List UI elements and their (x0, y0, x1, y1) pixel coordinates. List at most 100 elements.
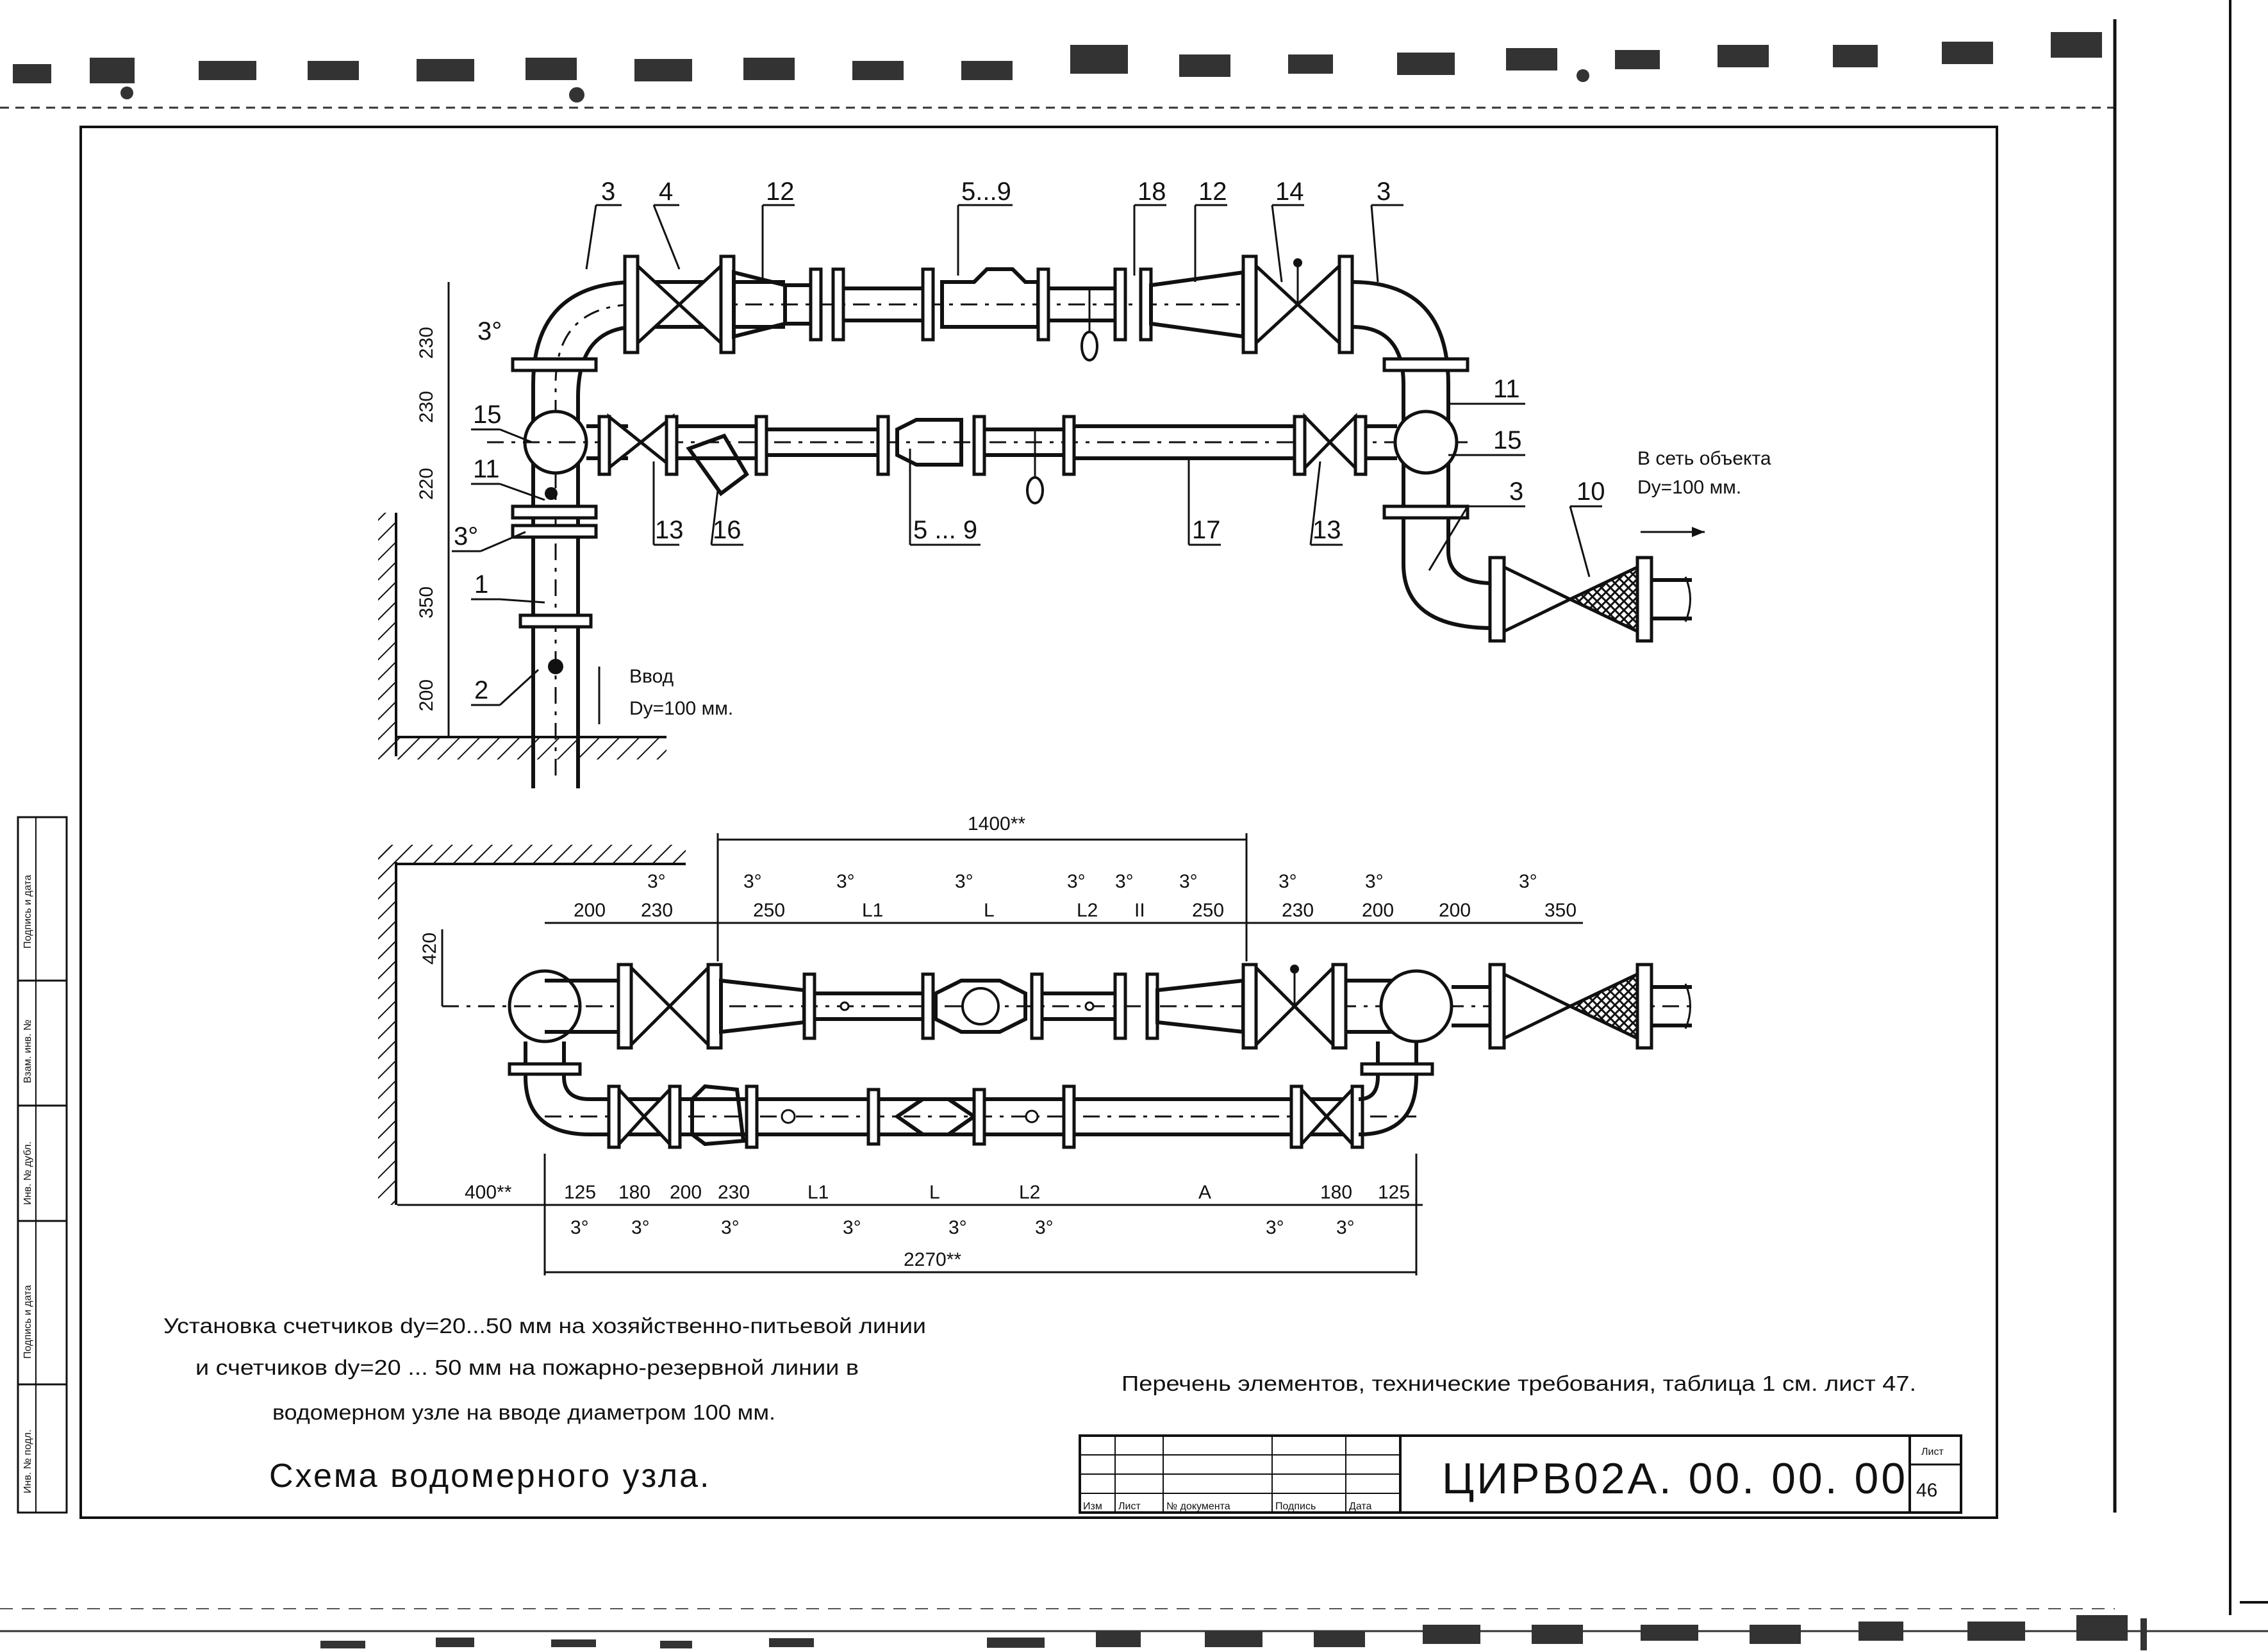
plan-3deg-bottom-7: 3° (1266, 1217, 1284, 1238)
plan-view: 420 1400** 200 230 250 L1 L L2 II 250 23… (378, 813, 1692, 1275)
scanned-header-strip (0, 32, 2115, 109)
tb-document-code: ЦИРВ02А. 00. 00. 00 (1442, 1454, 1908, 1503)
plan-dim-top-1: 200 (574, 900, 606, 921)
outlet-note-line1: В сеть объекта (1637, 448, 1771, 469)
plan-3deg-top-7: 3° (1179, 871, 1198, 892)
side-stamp-label-5: Инв. № подл. (22, 1429, 33, 1493)
dim-left-3: 220 (416, 468, 437, 500)
plan-dim-top-11: 200 (1439, 900, 1471, 921)
scheme-title: Схема водомерного узла. (269, 1457, 711, 1495)
plan-3deg-marks-bottom: 3° 3° 3° 3° 3° 3° 3° 3° (570, 1217, 1355, 1238)
plan-3deg-top-1: 3° (647, 871, 666, 892)
plan-dim-bottom-5: 230 (718, 1182, 750, 1203)
side-stamp-label-4: Подпись и дата (22, 1285, 33, 1359)
reference-note: Перечень элементов, технические требован… (1122, 1372, 1916, 1395)
plan-dim-top-6: L2 (1077, 900, 1098, 921)
plan-dim-top-9: 230 (1282, 900, 1314, 921)
dim-left-2: 230 (416, 391, 437, 423)
callout-3deg-top: 3° (477, 317, 502, 345)
plan-dim-bottom-2: 125 (564, 1182, 596, 1203)
callout-mid-3-right: 3 (1509, 477, 1523, 506)
callout-mid-3deg: 3° (454, 522, 478, 551)
caption-line-2: и счетчиков dy=20 ... 50 мм на пожарно-р… (195, 1356, 859, 1379)
plan-dim-bottom-7: L (929, 1182, 940, 1203)
plan-dim-top-3: 250 (753, 900, 785, 921)
tb-sheet-label: Лист (1921, 1447, 1944, 1457)
plan-dim-bottom-6: L1 (807, 1182, 829, 1203)
dim-left-4: 350 (416, 586, 437, 618)
side-stamp-label-1: Подпись и дата (22, 875, 33, 949)
callout-mid-11-left: 11 (473, 455, 500, 483)
callout-top-4: 5...9 (961, 178, 1011, 206)
plan-3deg-top-9: 3° (1365, 871, 1384, 892)
tb-col-izm: Изм (1083, 1501, 1102, 1512)
caption-line-3: водомерном узле на вводе диаметром 100 м… (272, 1400, 775, 1424)
plan-3deg-bottom-6: 3° (1035, 1217, 1054, 1238)
plan-dim-overall-top: 1400** (968, 813, 1025, 834)
plan-dim-left-vertical: 420 (419, 933, 440, 965)
plan-dim-bottom-9: A (1198, 1182, 1211, 1203)
scanned-footer-strip (0, 1608, 2268, 1650)
inlet-note-line1: Ввод (629, 666, 674, 687)
side-stamp: Подпись и дата Взам. инв. № Инв. № дубл.… (17, 816, 68, 1514)
plan-dim-top-10: 200 (1362, 900, 1394, 921)
inlet-note-line2: Dy=100 мм. (629, 698, 733, 719)
plan-3deg-top-5: 3° (1067, 871, 1086, 892)
plan-dim-bottom-8: L2 (1019, 1182, 1040, 1203)
callout-top-6: 12 (1198, 178, 1227, 206)
plan-3deg-top-10: 3° (1519, 871, 1537, 892)
callout-top-1: 3 (601, 178, 615, 206)
plan-3deg-top-3: 3° (836, 871, 855, 892)
plan-dim-top-4: L1 (862, 900, 883, 921)
plan-dim-top-5: L (984, 900, 995, 921)
outlet-note-line2: Dy=100 мм. (1637, 477, 1741, 498)
plan-3deg-marks-top: 3° 3° 3° 3° 3° 3° 3° 3° 3° 3° (647, 871, 1537, 892)
tb-sheet-number: 46 (1916, 1480, 1937, 1501)
callout-top-3: 12 (766, 178, 795, 206)
elevation-view (378, 254, 1705, 788)
callout-mid-2: 2 (474, 676, 488, 704)
callout-mid-5-9: 5 ... 9 (913, 516, 977, 544)
tb-col-list: Лист (1118, 1501, 1141, 1512)
tb-col-doc: № документа (1166, 1501, 1230, 1512)
dim-left-5: 200 (416, 679, 437, 711)
tb-col-sign: Подпись (1275, 1501, 1316, 1512)
tb-col-date: Дата (1349, 1501, 1372, 1512)
drawing-frame (79, 126, 1998, 1519)
plan-3deg-bottom-8: 3° (1336, 1217, 1355, 1238)
callout-mid-1: 1 (474, 570, 488, 599)
dim-left-1: 230 (416, 327, 437, 359)
plan-dim-top-7: II (1134, 900, 1145, 921)
callout-mid-11-right: 11 (1493, 375, 1520, 403)
scanned-right-edge (2113, 0, 2268, 1615)
callout-mid-10: 10 (1577, 477, 1605, 506)
plan-dim-bottom-4: 200 (670, 1182, 702, 1203)
callout-top-7: 14 (1275, 178, 1304, 206)
side-stamp-label-3: Инв. № дубл. (22, 1141, 33, 1205)
callout-mid-16: 16 (713, 516, 741, 544)
plan-dim-top-2: 230 (641, 900, 673, 921)
caption-line-1: Установка счетчиков dy=20...50 мм на хоз… (163, 1314, 926, 1338)
callout-mid-15-left: 15 (473, 401, 502, 429)
callout-mid-13-right: 13 (1312, 516, 1341, 544)
callout-top-8: 3 (1377, 178, 1391, 206)
callout-top-2: 4 (659, 178, 673, 206)
plan-3deg-bottom-5: 3° (948, 1217, 967, 1238)
title-block: Изм Лист № документа Подпись Дата ЦИРВ02… (1079, 1434, 1962, 1514)
plan-dim-bottom-11: 125 (1378, 1182, 1410, 1203)
plan-dim-bottom-1: 400** (465, 1182, 512, 1203)
callout-top-5: 18 (1138, 178, 1166, 206)
plan-dim-overall-bottom: 2270** (904, 1249, 961, 1270)
plan-dim-top-12: 350 (1544, 900, 1577, 921)
callout-mid-17: 17 (1192, 516, 1221, 544)
callout-mid-15-right: 15 (1493, 426, 1522, 454)
plan-3deg-top-6: 3° (1115, 871, 1134, 892)
side-stamp-label-2: Взам. инв. № (22, 1020, 33, 1083)
plan-3deg-top-2: 3° (743, 871, 762, 892)
plan-dim-top-8: 250 (1192, 900, 1224, 921)
plan-3deg-bottom-1: 3° (570, 1217, 589, 1238)
plan-3deg-top-4: 3° (955, 871, 973, 892)
plan-dim-bottom-3: 180 (618, 1182, 650, 1203)
plan-3deg-bottom-4: 3° (843, 1217, 861, 1238)
